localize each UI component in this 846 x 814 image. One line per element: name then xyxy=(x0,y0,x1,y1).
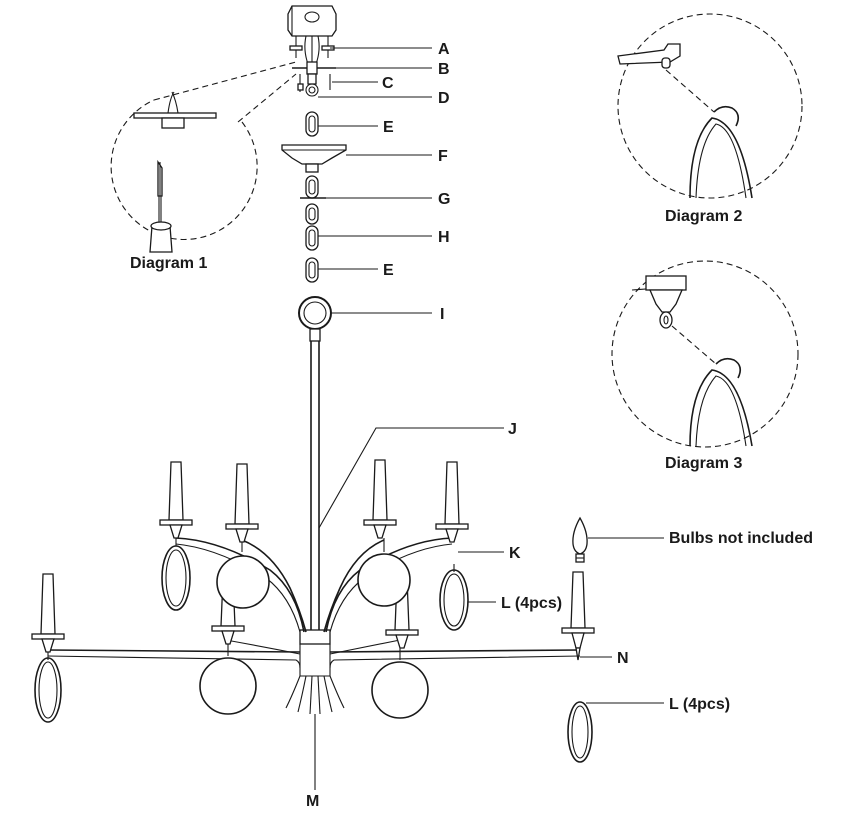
label-A: A xyxy=(438,41,450,58)
candle-8 xyxy=(561,571,595,661)
caption-diagram-1: Diagram 1 xyxy=(130,255,207,272)
label-G: G xyxy=(438,191,450,208)
label-B: B xyxy=(438,61,450,78)
candles-upper xyxy=(159,459,469,543)
diagram-captions: Diagram 1 Diagram 2 Diagram 3 Bulbs not … xyxy=(130,208,813,547)
bulb-illustration xyxy=(572,516,664,563)
diagram-3-detail xyxy=(611,260,799,448)
part-labels: A B C D E F G H E I J K L (4pcs) N L (4p… xyxy=(306,41,730,810)
label-L-lower: L (4pcs) xyxy=(669,696,730,713)
label-M: M xyxy=(306,793,319,810)
mounting-hardware xyxy=(287,5,432,98)
label-F: F xyxy=(438,148,448,165)
label-E-bottom: E xyxy=(383,262,394,279)
leaders-k-n xyxy=(458,551,612,658)
label-K: K xyxy=(509,545,521,562)
caption-diagram-2: Diagram 2 xyxy=(665,208,742,225)
label-H: H xyxy=(438,229,450,246)
lower-arms xyxy=(47,639,581,669)
label-I: I xyxy=(440,306,444,323)
candle-2 xyxy=(225,463,259,543)
label-E-top: E xyxy=(383,119,394,136)
candle-4 xyxy=(435,461,469,543)
candle-3 xyxy=(363,459,397,539)
candle-5 xyxy=(31,573,65,653)
label-C: C xyxy=(382,75,394,92)
hanging-discs xyxy=(34,538,664,763)
caption-diagram-3: Diagram 3 xyxy=(665,455,742,472)
diagram-2-detail xyxy=(617,13,803,199)
label-L-upper: L (4pcs) xyxy=(501,595,562,612)
canopy-and-chain xyxy=(281,111,432,342)
bulbs-note: Bulbs not included xyxy=(669,530,813,547)
diagram-1-detail xyxy=(110,61,297,253)
label-N: N xyxy=(617,650,629,667)
candles-lower xyxy=(31,571,595,661)
label-J: J xyxy=(508,421,517,438)
center-stem xyxy=(285,341,504,790)
candle-1 xyxy=(159,461,193,539)
label-D: D xyxy=(438,90,450,107)
